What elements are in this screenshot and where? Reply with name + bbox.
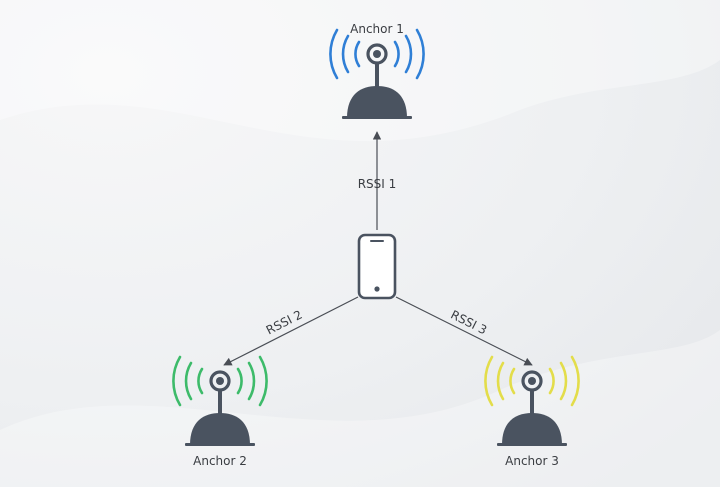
edge-line	[395, 296, 533, 366]
signal-waves-icon	[172, 355, 268, 407]
anchor-3: Anchor 3	[484, 355, 580, 468]
anchor-2: Anchor 2	[172, 355, 268, 468]
edge-rssi-1: RSSI 1	[358, 131, 397, 230]
anchor-label: Anchor 3	[505, 454, 559, 468]
background-swoosh	[0, 0, 720, 142]
background-swoosh	[0, 330, 720, 487]
antenna-beacon-icon	[484, 355, 580, 446]
signal-waves-icon	[484, 355, 580, 407]
smartphone-icon	[357, 233, 397, 300]
anchor-1: Anchor 1	[329, 22, 425, 119]
anchor-label: Anchor 2	[193, 454, 247, 468]
edge-line	[223, 296, 359, 366]
antenna-beacon-icon	[172, 355, 268, 446]
antenna-beacon-icon	[329, 28, 425, 119]
edge-label: RSSI 1	[358, 177, 397, 191]
signal-waves-icon	[329, 28, 425, 80]
anchor-label: Anchor 1	[350, 22, 404, 36]
